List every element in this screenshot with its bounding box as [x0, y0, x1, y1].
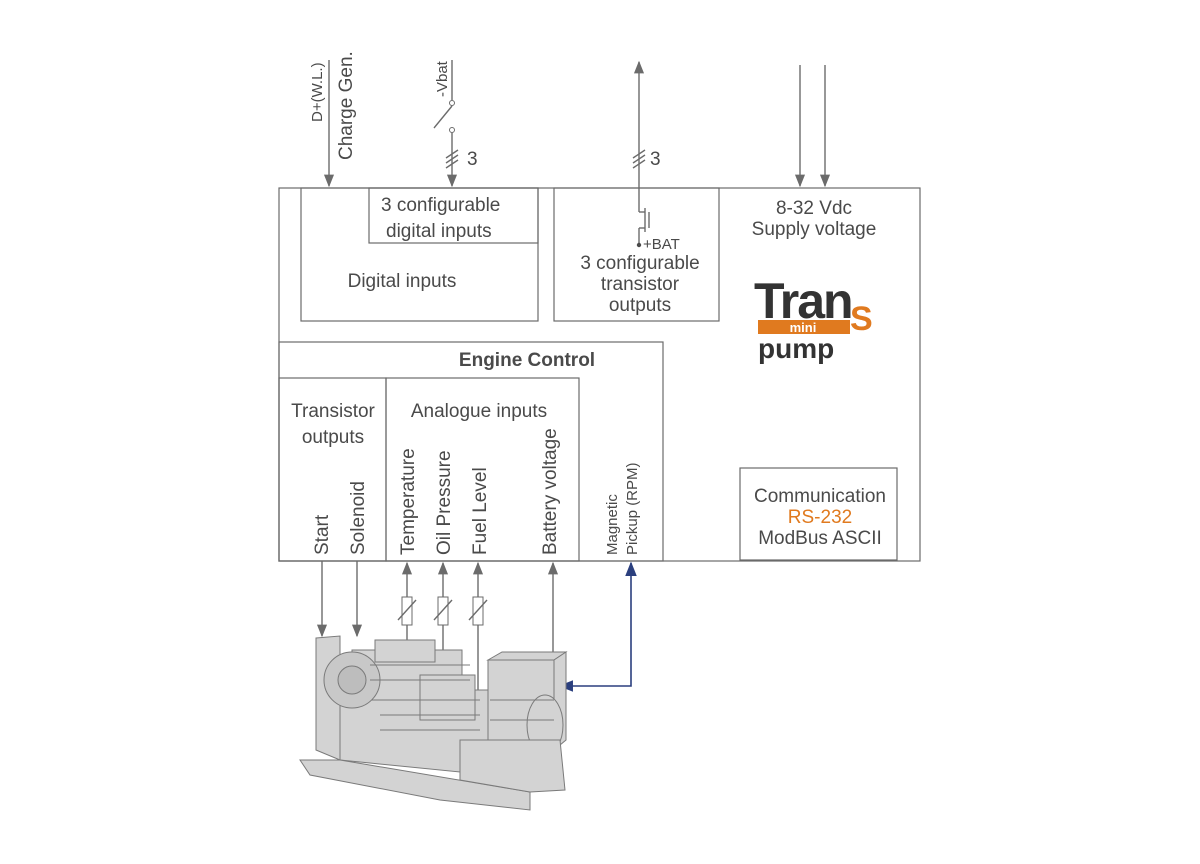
analogue-inputs-title: Analogue inputs: [411, 401, 547, 422]
battery-voltage-label: Battery voltage: [540, 428, 561, 555]
logo-mini-band: [758, 320, 850, 334]
transistor-icon: [636, 195, 650, 248]
supply-wires: [794, 65, 831, 188]
modbus-label: ModBus ASCII: [758, 528, 882, 549]
magnetic-label-line2: Pickup (RPM): [624, 462, 641, 555]
supply-block: 8-32 Vdc Supply voltage: [752, 198, 877, 240]
fuel-level-label: Fuel Level: [470, 467, 491, 555]
charge-gen-input: D+(W.L.) Charge Gen.: [309, 51, 357, 188]
config-digital-line2: digital inputs: [386, 221, 492, 242]
transistor-outputs-block: 3 configurable transistor outputs +BAT: [553, 187, 720, 322]
digital-inputs-block: 3 configurable digital inputs Digital in…: [300, 187, 539, 322]
vbat-switch-input: -Vbat 3: [433, 60, 478, 188]
config-transistor-line1: 3 configurable: [580, 253, 699, 274]
transistor-output-wire: 3: [632, 60, 661, 195]
charge-gen-line1: D+(W.L.): [309, 62, 326, 122]
charge-gen-line2: Charge Gen.: [336, 51, 357, 160]
generator-icon: [299, 635, 568, 811]
digital-inputs-title: Digital inputs: [348, 271, 457, 292]
logo-word-pump: pump: [758, 333, 834, 364]
solenoid-label: Solenoid: [348, 481, 369, 555]
magnetic-label-line1: Magnetic: [604, 494, 621, 555]
config-transistor-line3: outputs: [609, 295, 671, 316]
engine-control-title: Engine Control: [459, 350, 595, 371]
vbat-label: -Vbat: [434, 60, 451, 97]
engine-control-block: Engine Control Transistor outputs Analog…: [278, 341, 664, 562]
bat-label: +BAT: [643, 236, 680, 253]
configurable-digital-inputs-box: [368, 187, 539, 244]
logo-accent-s: S: [850, 300, 873, 338]
rs232-label: RS-232: [788, 507, 852, 528]
transistor-outputs-line2: outputs: [302, 427, 364, 448]
supply-voltage-value: 8-32 Vdc: [776, 198, 852, 219]
communication-title: Communication: [754, 486, 886, 507]
config-transistor-line2: transistor: [601, 274, 680, 295]
transpump-logo: Tran S mini pump: [754, 273, 873, 364]
oil-pressure-label: Oil Pressure: [434, 450, 455, 555]
digital-count: 3: [467, 149, 478, 170]
start-label: Start: [312, 514, 333, 555]
transistor-outputs-line1: Transistor: [291, 401, 375, 422]
transistor-count: 3: [650, 149, 661, 170]
temperature-label: Temperature: [398, 448, 419, 555]
logo-word-tran: Tran: [754, 273, 852, 329]
supply-voltage-label: Supply voltage: [752, 219, 877, 240]
communication-block: Communication RS-232 ModBus ASCII: [739, 467, 898, 561]
fuel-level-sensor: [468, 561, 488, 690]
logo-mini: mini: [790, 320, 817, 335]
magnetic-pickup-wire: [558, 561, 637, 692]
config-digital-line1: 3 configurable: [381, 195, 500, 216]
